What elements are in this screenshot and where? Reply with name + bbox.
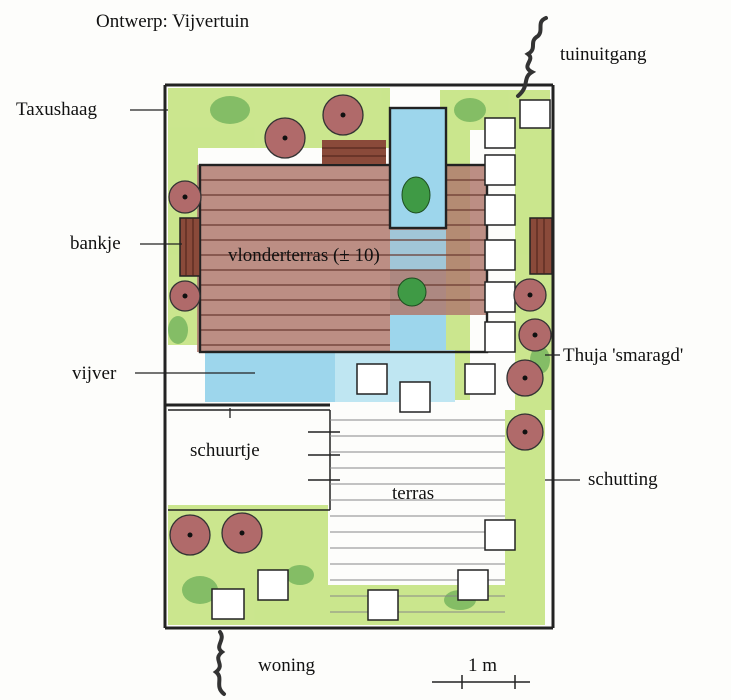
bench-left bbox=[179, 217, 201, 277]
label-vijver: vijver bbox=[72, 363, 117, 384]
fence bbox=[163, 83, 555, 630]
label-tuinuitgang: tuinuitgang bbox=[560, 44, 647, 65]
shrub-centers bbox=[182, 112, 538, 538]
pond-plants bbox=[397, 176, 431, 307]
label-woning: woning bbox=[258, 655, 315, 676]
planter-box bbox=[322, 140, 386, 164]
bench-right bbox=[529, 217, 553, 275]
scale-bar bbox=[432, 675, 530, 689]
label-schutting: schutting bbox=[588, 469, 658, 490]
label-taxushaag: Taxushaag bbox=[16, 99, 97, 120]
schuurtje-shed bbox=[168, 409, 340, 511]
vlonderterras-deck bbox=[197, 106, 489, 354]
stepping-stones bbox=[211, 99, 551, 621]
label-bankje: bankje bbox=[70, 233, 121, 254]
label-schuurtje: schuurtje bbox=[190, 440, 260, 461]
house-scribble bbox=[212, 630, 226, 696]
label-scale: 1 m bbox=[468, 655, 498, 676]
diagram-title: Ontwerp: Vijvertuin bbox=[96, 11, 250, 32]
label-vlonderterras: vlonderterras (± 10) bbox=[228, 245, 380, 266]
terras-paving bbox=[330, 419, 505, 613]
garden-exit-scribble bbox=[516, 16, 548, 98]
label-thuja: Thuja 'smaragd' bbox=[563, 345, 684, 366]
leader-lines bbox=[130, 109, 580, 481]
label-terras: terras bbox=[392, 483, 435, 504]
